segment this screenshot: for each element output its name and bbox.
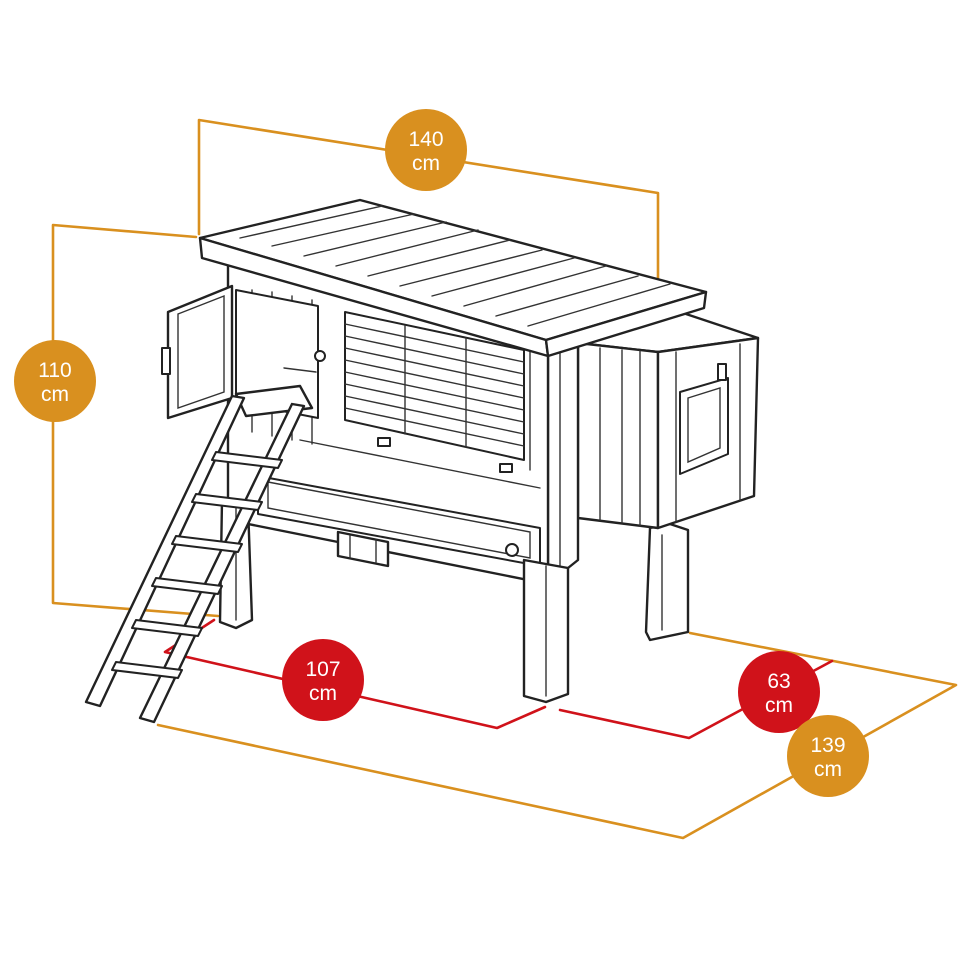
badge-value: 107 — [305, 658, 340, 681]
ventilation-panel — [344, 311, 525, 473]
badge-width-140: 140 cm — [385, 109, 467, 191]
badge-circle — [14, 340, 96, 422]
coop-side-wall — [546, 338, 580, 586]
badge-unit: cm — [309, 682, 337, 705]
height-110-bracket — [51, 223, 220, 618]
badge-unit: cm — [814, 758, 842, 781]
chicken-coop-illustration — [84, 198, 760, 724]
badge-height-110: 110 cm — [14, 340, 96, 422]
badge-value: 139 — [810, 734, 845, 757]
badge-inner-width-107: 107 cm — [282, 639, 364, 721]
badge-unit: cm — [765, 694, 793, 717]
badge-unit: cm — [41, 383, 69, 406]
badge-unit: cm — [412, 152, 440, 175]
badge-circle — [787, 715, 869, 797]
badge-circle — [385, 109, 467, 191]
roof — [198, 198, 708, 358]
badge-value: 63 — [767, 670, 790, 693]
access-ladder — [84, 394, 306, 724]
open-side-door — [161, 284, 234, 420]
badge-inner-depth-63: 63 cm — [738, 651, 820, 733]
badge-value: 110 — [38, 359, 71, 382]
back-right-leg — [644, 522, 690, 642]
nest-box-latch — [717, 363, 727, 381]
red-dimension-lines — [163, 618, 834, 740]
badge-circle — [738, 651, 820, 733]
nest-box — [576, 310, 760, 530]
badge-circle — [282, 639, 364, 721]
badge-depth-139: 139 cm — [787, 715, 869, 797]
badge-value: 140 — [408, 128, 443, 151]
